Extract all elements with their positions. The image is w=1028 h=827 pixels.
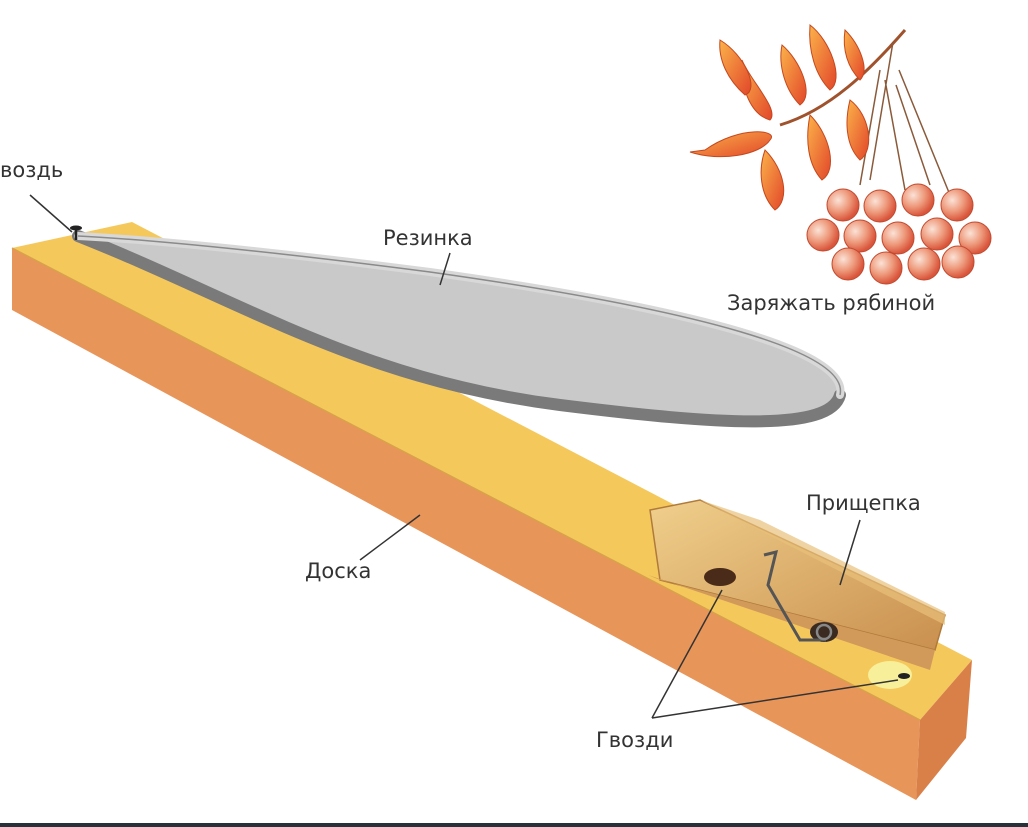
leader-clothespin <box>839 519 861 586</box>
leader-nail <box>29 194 73 233</box>
label-clothespin: Прищепка <box>806 491 921 515</box>
clothespin <box>648 499 946 689</box>
label-load-with-rowan: Заряжать рябиной <box>727 291 936 315</box>
label-board: Доска <box>305 559 372 583</box>
leader-nail-1 <box>651 589 723 719</box>
leader-board <box>359 514 421 561</box>
leader-nail-2 <box>651 679 899 719</box>
rubber-band <box>72 230 846 428</box>
label-nail: воздь <box>0 158 64 182</box>
label-rubber-band: Резинка <box>383 226 473 250</box>
bottom-bar <box>0 823 1028 827</box>
nail-icon <box>70 225 82 240</box>
label-nails: Гвозди <box>596 728 674 752</box>
leader-band <box>439 252 451 286</box>
rowan-branch-icon <box>689 24 992 285</box>
board-front-face <box>12 248 920 800</box>
spring-icon <box>763 549 833 642</box>
rowan-leaves <box>689 24 870 211</box>
board-end-face <box>916 660 972 800</box>
leader-lines <box>29 194 899 719</box>
rowan-berries <box>806 183 992 285</box>
